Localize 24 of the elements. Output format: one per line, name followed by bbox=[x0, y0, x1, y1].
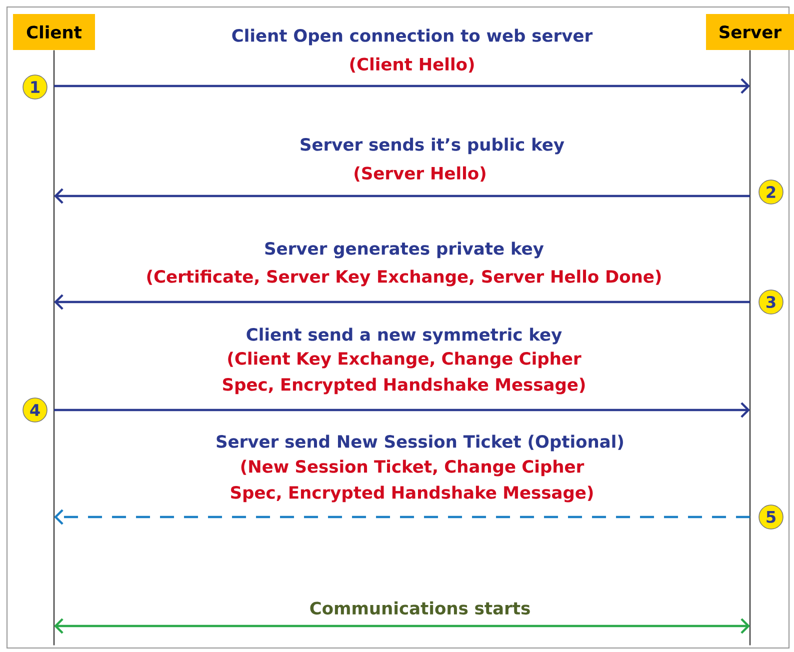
actor-box: Client bbox=[13, 14, 95, 50]
arrow bbox=[54, 402, 750, 418]
step-number: 5 bbox=[758, 504, 784, 530]
step-number: 2 bbox=[758, 180, 784, 204]
arrow bbox=[54, 78, 750, 94]
arrow bbox=[54, 188, 750, 204]
message-label: Server sends it’s public key bbox=[298, 136, 566, 156]
message-label: Communications starts bbox=[308, 600, 532, 616]
step-number: 4 bbox=[22, 398, 48, 422]
message-detail: (Client Hello) bbox=[350, 57, 474, 73]
message-label: Server send New Session Ticket (Optional) bbox=[214, 434, 626, 452]
arrow bbox=[54, 618, 750, 634]
message-detail: (Server Hello) bbox=[354, 166, 486, 182]
message-label: Client send a new symmetric key bbox=[244, 326, 564, 346]
message-detail: (New Session Ticket, Change Cipher Spec, Encrypted Handshake Message) bbox=[231, 460, 593, 502]
arrow bbox=[54, 294, 750, 310]
arrow bbox=[54, 509, 750, 525]
message-label: Client Open connection to web server bbox=[230, 28, 594, 46]
message-label: Server generates private key bbox=[263, 240, 545, 260]
step-number: 3 bbox=[758, 290, 784, 314]
message-detail: (Certificate, Server Key Exchange, Server Hello Done) bbox=[147, 270, 661, 286]
step-number: 1 bbox=[22, 74, 48, 100]
actor-box: Server bbox=[706, 14, 794, 50]
message-detail: (Client Key Exchange, Change Cipher Spec, Encrypted Handshake Message) bbox=[223, 352, 585, 394]
